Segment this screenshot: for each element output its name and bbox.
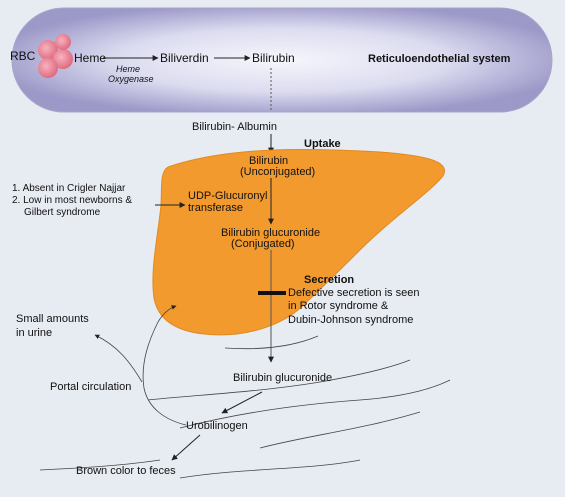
biliverdin-label: Biliverdin (160, 51, 209, 65)
intestine-glucuronide-label: Bilirubin glucuronide (233, 372, 332, 384)
intestine-curve-6 (39, 459, 161, 471)
transferase-label: transferase (188, 202, 243, 214)
urine-label-2: in urine (16, 327, 52, 339)
secretion-note-1: Defective secretion is seen (288, 287, 419, 299)
urobilinogen-to-feces-arrow (171, 434, 201, 461)
glucuronide-to-urobilinogen-arrow (221, 391, 263, 414)
reticuloendothelial-title: Reticuloendothelial system (368, 53, 511, 65)
portal-circulation-path (142, 305, 187, 426)
secretion-heading: Secretion (304, 274, 354, 286)
liver-unconjugated-label: (Unconjugated) (240, 166, 315, 178)
conjugated-label: (Conjugated) (231, 238, 295, 250)
heme-oxygenase-label-2: Oxygenase (108, 74, 154, 84)
liver-shape (152, 148, 445, 336)
udp-glucuronyl-label: UDP-Glucuronyl (188, 190, 267, 202)
urobilinogen-label: Urobilinogen (186, 420, 248, 432)
urine-label-1: Small amounts (16, 313, 89, 325)
reticuloendothelial-capsule (11, 7, 553, 113)
rbc-icon (38, 34, 73, 78)
intestine-curve-4 (259, 411, 421, 449)
portal-circulation-label: Portal circulation (50, 381, 131, 393)
intestine-curve-2 (147, 359, 411, 401)
rbc-label: RBC (10, 49, 36, 63)
deficiency-note-3: Gilbert syndrome (24, 207, 101, 218)
bilirubin-label: Bilirubin (252, 51, 295, 65)
feces-label: Brown color to feces (76, 465, 176, 477)
liver-bilirubin-label: Bilirubin (249, 155, 288, 167)
heme-label: Heme (74, 51, 106, 65)
intestine-curve-3 (179, 379, 451, 429)
secretion-block (258, 291, 286, 295)
deficiency-note-2: 2. Low in most newborns & (12, 195, 132, 206)
urine-path (94, 334, 143, 383)
uptake-label: Uptake (304, 138, 341, 150)
heme-oxygenase-label-1: Heme (116, 64, 140, 74)
deficiency-note-1: 1. Absent in Crigler Najjar (12, 183, 126, 194)
secretion-note-2: in Rotor syndrome & (288, 300, 389, 312)
secretion-note-3: Dubin-Johnson syndrome (288, 314, 413, 326)
intestine-curve-5 (179, 459, 361, 479)
glucuronide-label: Bilirubin glucuronide (221, 227, 320, 239)
intestine-curve-1 (224, 335, 319, 350)
bilirubin-albumin-label: Bilirubin- Albumin (192, 121, 277, 133)
